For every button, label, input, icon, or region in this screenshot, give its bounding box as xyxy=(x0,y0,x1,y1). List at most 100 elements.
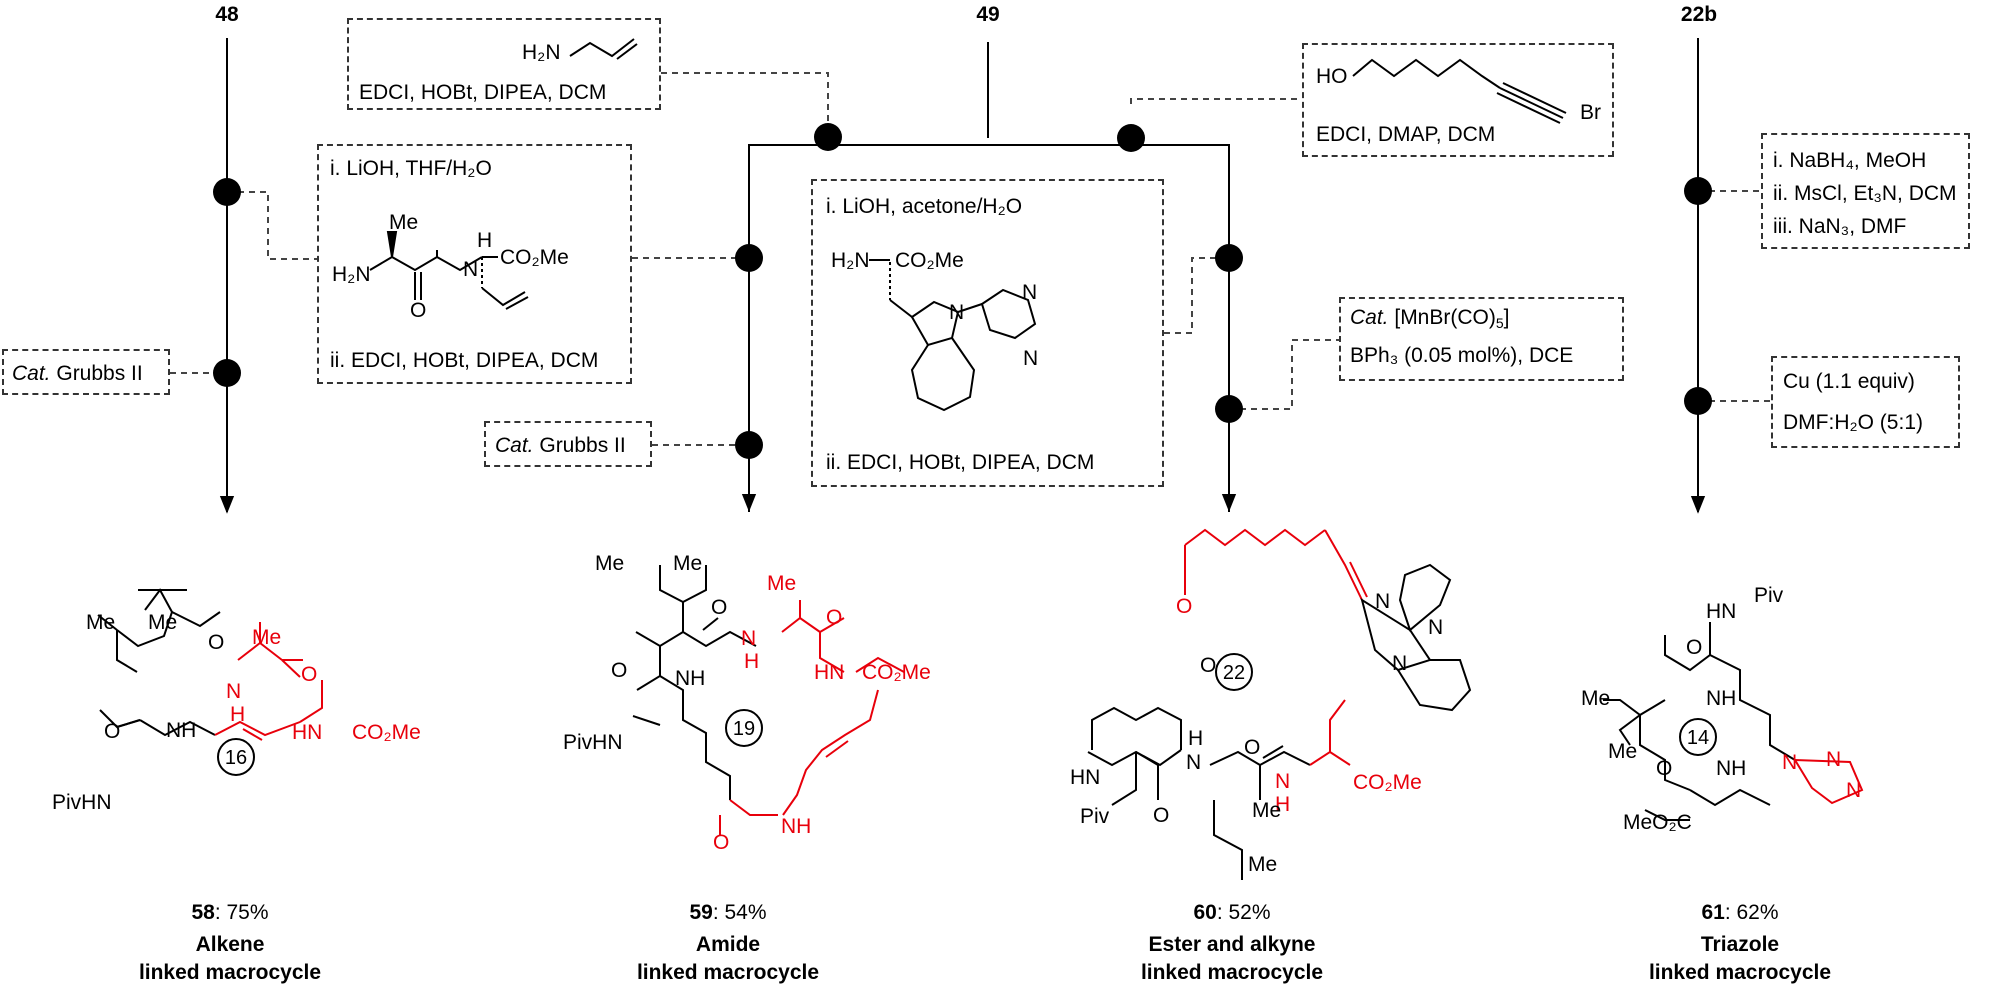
flow-lines xyxy=(219,38,1706,514)
ring-size-61: 14 xyxy=(1687,727,1709,749)
ring-size-markers xyxy=(217,653,1717,776)
p61-o-b: O xyxy=(1656,757,1673,780)
p59-hn-red: HN xyxy=(814,661,845,684)
amine-coupling-box xyxy=(347,18,661,110)
product-60-yield: : 52% xyxy=(1216,901,1271,924)
mn-catalysis-box xyxy=(1339,297,1624,381)
cat-italic-mid: Cat. xyxy=(495,434,534,457)
product-58-caption: 58: 75% xyxy=(130,902,330,923)
trp-indole-n: N xyxy=(949,301,965,324)
ring-size-58-circle xyxy=(217,738,255,776)
mn-catalyst-text: [MnBr(CO)5] xyxy=(1394,306,1510,331)
node-60-a xyxy=(1215,244,1243,272)
p58-pivhn: PivHN xyxy=(52,791,112,814)
p60-me-a: Me xyxy=(1252,799,1282,822)
p59-h-red: H xyxy=(744,650,760,673)
ring-size-59-circle xyxy=(725,709,763,747)
p59-o-a: O xyxy=(711,596,728,619)
product-61-yield: : 62% xyxy=(1724,901,1779,924)
structure-58 xyxy=(97,588,221,737)
ring-size-60-circle xyxy=(1215,653,1253,691)
p59-nh: NH xyxy=(675,667,706,690)
structure-59-red xyxy=(719,600,905,835)
product-60-type: Ester and alkyne xyxy=(1148,933,1316,956)
product-60-caption: 60: 52% xyxy=(1132,902,1332,923)
p60-pyr-n2: N xyxy=(1428,616,1444,639)
structure-60-hetero xyxy=(1360,563,1472,712)
structure-61 xyxy=(1603,622,1796,821)
p61-triazole-n2: N xyxy=(1826,748,1842,771)
grubbs-mid-box xyxy=(484,421,652,467)
dipeptide-coupling-box xyxy=(317,144,632,384)
bph3-conditions: BPh₃ (0.05 mol%), DCE xyxy=(1350,344,1574,367)
dipeptide-h2n: H₂N xyxy=(332,263,371,286)
node-49-ester xyxy=(1117,124,1145,152)
p58-nh: NH xyxy=(166,719,197,742)
p59-pivhn: PivHN xyxy=(563,731,623,754)
dipeptide-skeleton xyxy=(369,231,529,310)
p61-triazole-n3: N xyxy=(1846,779,1862,802)
ring-size-58: 16 xyxy=(225,747,247,769)
dipeptide-co2me: CO₂Me xyxy=(500,246,569,269)
ring-size-59: 19 xyxy=(733,718,755,740)
p60-o-red-a: O xyxy=(1176,595,1193,618)
p60-n-a: N xyxy=(1186,751,1202,774)
node-60-b xyxy=(1215,395,1243,423)
product-60-subtitle: linked macrocycle xyxy=(1140,961,1324,984)
dipeptide-h: H xyxy=(477,229,493,252)
solvent-conditions: DMF:H₂O (5:1) xyxy=(1783,411,1923,434)
grubbs-left-conditions: Cat. Grubbs II xyxy=(12,363,143,384)
cuaac-box xyxy=(1771,356,1960,448)
mn-catalyst: Cat. [MnBr(CO)5] xyxy=(1350,307,1510,330)
p60-o-c: O xyxy=(1244,736,1261,759)
product-59-number: 59 xyxy=(689,901,713,924)
ring-size-60: 22 xyxy=(1223,662,1245,684)
p61-meo2c: MeO₂C xyxy=(1623,811,1692,834)
p61-me-a: Me xyxy=(1581,687,1611,710)
structure-60-red xyxy=(1184,528,1368,766)
product-61-number: 61 xyxy=(1701,901,1725,924)
product-61-subtitle: linked macrocycle xyxy=(1648,961,1832,984)
bromoalkyne-br: Br xyxy=(1580,101,1601,124)
p60-h-red: H xyxy=(1275,793,1291,816)
p61-nh-b: NH xyxy=(1716,757,1747,780)
node-48-a xyxy=(213,178,241,206)
coupling-step-ii: ii. EDCI, HOBt, DIPEA, DCM xyxy=(330,349,599,372)
p61-o-a: O xyxy=(1686,636,1703,659)
trp-pyrimidine-n2: N xyxy=(1023,347,1039,370)
coupling-step-ii-b: ii. EDCI, HOBt, DIPEA, DCM xyxy=(826,451,1095,474)
allylamine-skeleton xyxy=(569,38,638,60)
p61-nh-a: NH xyxy=(1706,687,1737,710)
node-49-amine xyxy=(814,123,842,151)
node-59-a xyxy=(735,244,763,272)
bromoalkyne-ho: HO xyxy=(1316,65,1348,88)
product-58-number: 58 xyxy=(191,901,215,924)
p58-me-red: Me xyxy=(252,626,282,649)
compound-49-label: 49 xyxy=(976,3,1000,26)
p59-me-a: Me xyxy=(595,552,625,575)
p58-o-a: O xyxy=(208,631,225,654)
structure-60 xyxy=(1087,706,1311,880)
p58-n-red: N xyxy=(226,680,242,703)
p60-hn: HN xyxy=(1070,766,1101,789)
p58-o-b: O xyxy=(104,720,121,743)
product-59-yield: : 54% xyxy=(712,901,767,924)
structure-58-red xyxy=(214,622,323,741)
p61-hn: HN xyxy=(1706,600,1737,623)
product-60-number: 60 xyxy=(1193,901,1217,924)
trp-pyrimidine-n1: N xyxy=(1022,281,1038,304)
trp-coupling-box xyxy=(811,179,1164,487)
node-48-b xyxy=(213,359,241,387)
allylamine-reagent: H₂N xyxy=(522,41,561,64)
ester-coupling-conditions: EDCI, DMAP, DCM xyxy=(1316,123,1496,146)
product-58-subtitle: linked macrocycle xyxy=(138,961,322,984)
dipeptide-n: N xyxy=(463,258,479,281)
ring-size-61-circle xyxy=(1679,718,1717,756)
cat-italic-left: Cat. xyxy=(12,362,51,385)
grubbs-left-box xyxy=(2,349,170,395)
p58-me-b: Me xyxy=(148,611,178,634)
product-58-type: Alkene xyxy=(195,933,265,956)
cat-italic-mn: Cat. xyxy=(1350,306,1389,329)
mscl-step: ii. MsCl, Et₃N, DCM xyxy=(1773,182,1957,205)
